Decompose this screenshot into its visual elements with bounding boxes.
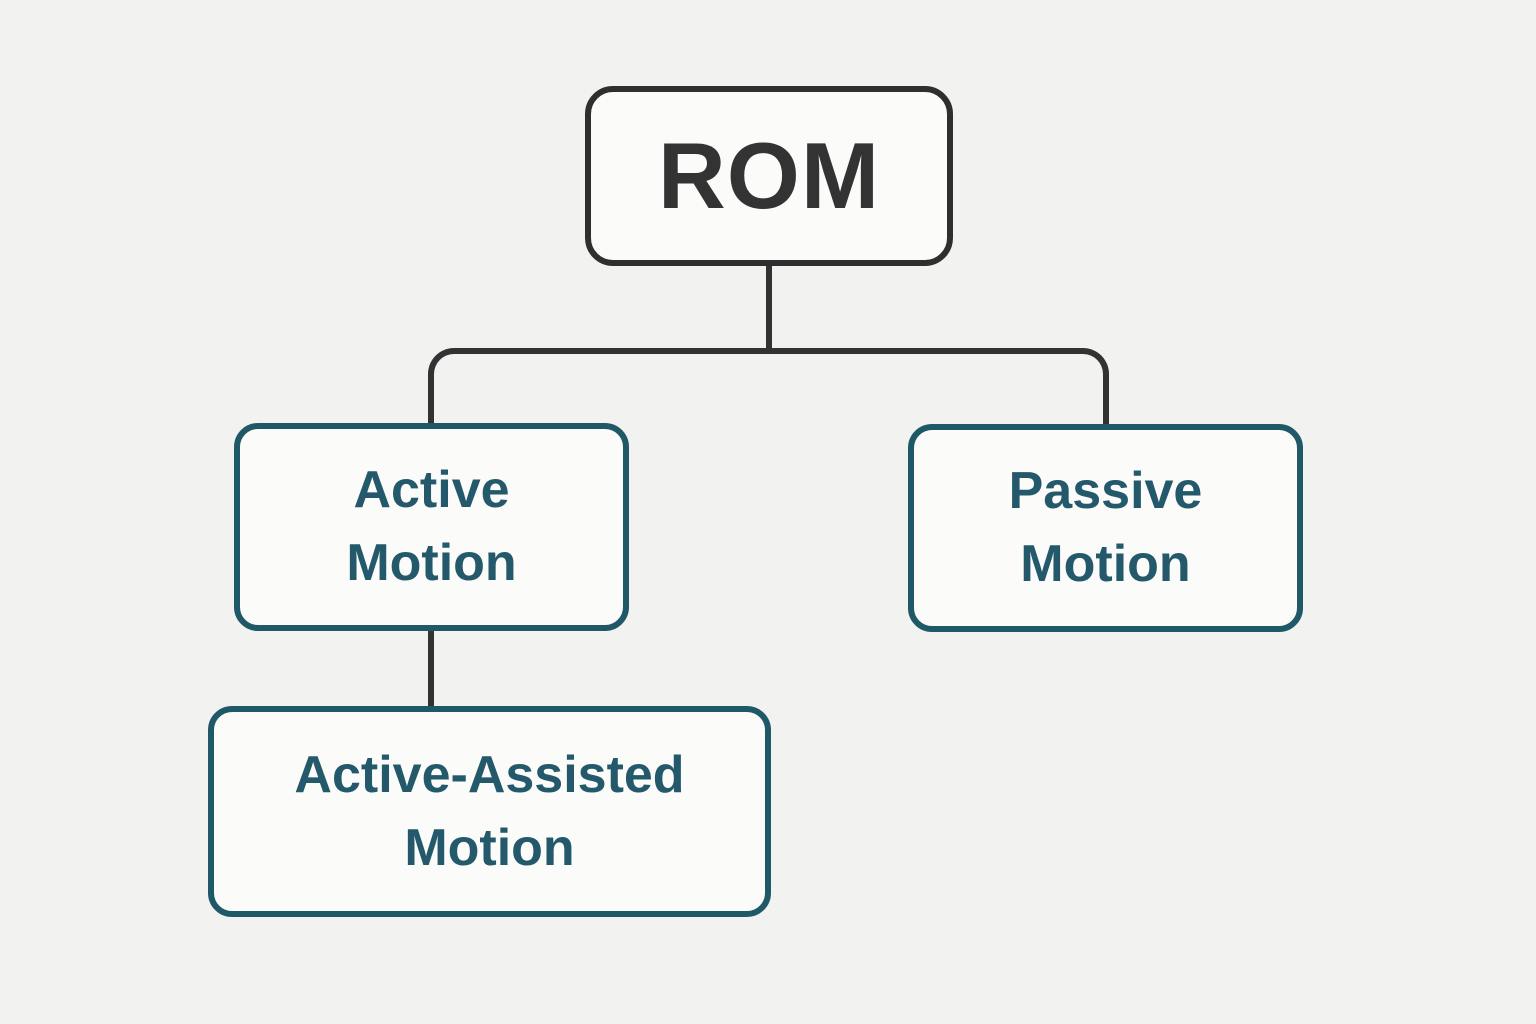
connector-branch-rom-children — [428, 348, 1109, 426]
node-active-assisted-motion-label: Active-Assisted Motion — [294, 745, 685, 877]
node-rom: ROM — [585, 86, 953, 266]
connector-rom-to-branch — [766, 266, 772, 354]
node-passive-motion-label: Passive Motion — [1008, 462, 1203, 593]
node-active-motion: Active Motion — [234, 423, 629, 631]
connector-active-to-active-assisted — [428, 628, 434, 708]
node-rom-label: ROM — [657, 123, 881, 229]
node-passive-motion: Passive Motion — [908, 424, 1303, 632]
node-active-assisted-motion: Active-Assisted Motion — [208, 706, 771, 917]
node-active-motion-label: Active Motion — [346, 461, 517, 592]
